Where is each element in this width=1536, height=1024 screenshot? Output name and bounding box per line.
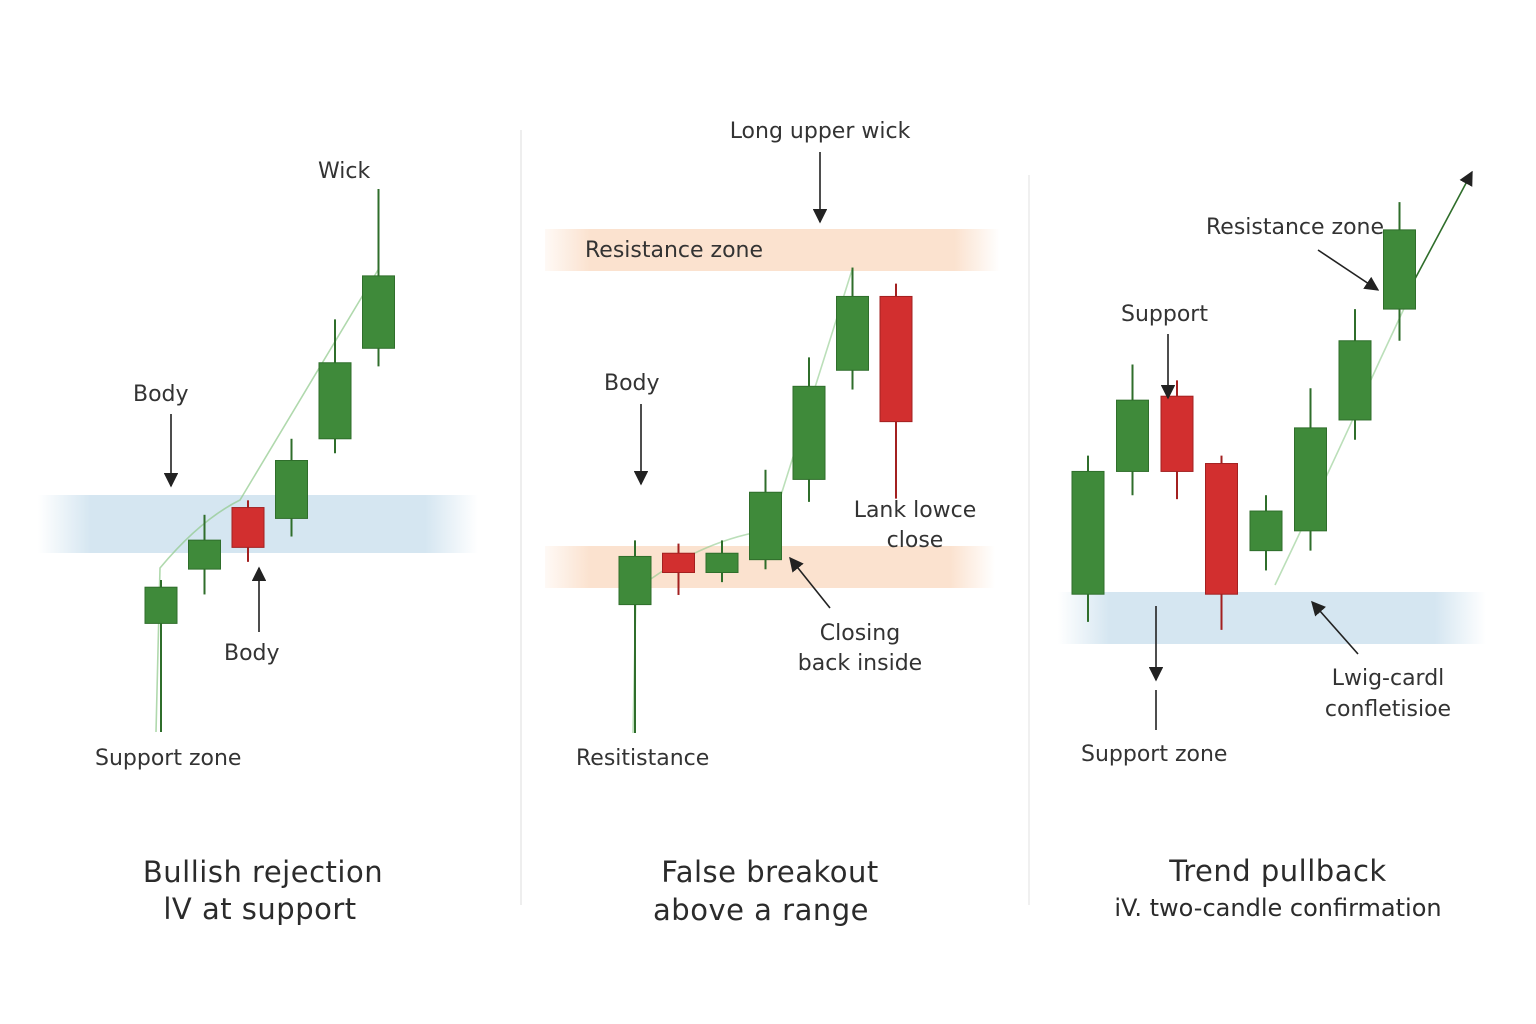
bullish-candle-body [1294,427,1327,532]
candles-group [1071,202,1416,630]
panel-false-breakout: Long upper wick Resistance zone Body Lan… [545,119,1000,927]
bearish-candle-body [1205,463,1238,595]
bullish-candle-body [1071,470,1105,595]
resistance-zone-label: Resistance zone [585,238,763,263]
support-zone-band [1058,592,1486,644]
bullish-candle-body [836,295,869,371]
bearish-candle-body [1160,395,1194,472]
bullish-candle-body [362,275,395,349]
candles-group [618,267,913,733]
support-zone-label: Support zone [1081,742,1227,767]
closing-label-2: back inside [798,651,922,676]
panel-caption-line2: lV at support [163,892,356,926]
bullish-candle-body [792,385,826,480]
bearish-candle-body [879,295,913,423]
panel-bullish-rejection: Wick Body Body Support zone Bullish reje… [38,159,478,926]
lwig-label-2: confletisioe [1325,697,1451,722]
body-label: Body [604,371,660,396]
bearish-candle-body [231,507,265,548]
panel-trend-pullback: Resistance zone Support Support zone Lwi… [1058,170,1486,922]
wick-label: Wick [318,159,370,184]
resistance-label: Resitistance [576,746,709,771]
bullish-candle-body [318,362,352,440]
panel-caption-line1: Trend pullback [1168,854,1386,888]
panel-caption-line1: Bullish rejection [143,855,383,889]
bullish-candle-body [618,555,652,606]
trend-line [155,269,379,733]
support-zone-label: Support zone [95,746,241,771]
bullish-candle-body [275,460,308,519]
long-upper-wick-label: Long upper wick [730,119,911,144]
bullish-candle-body [188,539,221,570]
bearish-candle-body [662,552,695,573]
body-label-top: Body [133,382,189,407]
candles-group [144,189,395,732]
panel-caption-line1: False breakout [661,855,879,889]
bullish-candle-body [1116,399,1149,472]
bullish-candle-body [1249,510,1283,552]
resistance-zone-band [545,229,1000,271]
lank-close-label-2: close [887,528,944,553]
bullish-candle-body [749,491,782,561]
bullish-candle-body [705,552,739,573]
bullish-candle-body [144,586,178,624]
body-label-bottom: Body [224,641,280,666]
lwig-label-1: Lwig-cardl [1332,666,1445,691]
closing-label-1: Closing [820,621,900,646]
resistance-zone-label: Resistance zone [1206,215,1384,240]
trend-arrow [1407,170,1473,293]
bullish-candle-body [1338,340,1372,421]
resistance-zone-arrow [1317,249,1380,291]
closing-back-inside-arrow [789,556,831,609]
panel-caption-line2: above a range [653,893,869,927]
lwig-arrow [1311,600,1359,655]
lank-close-label-1: Lank lowce [854,498,977,523]
support-label: Support [1121,302,1208,327]
bullish-candle-body [1383,229,1416,310]
trend-line [1274,299,1409,586]
panel-caption-line2: iV. two-candle confirmation [1114,894,1441,922]
